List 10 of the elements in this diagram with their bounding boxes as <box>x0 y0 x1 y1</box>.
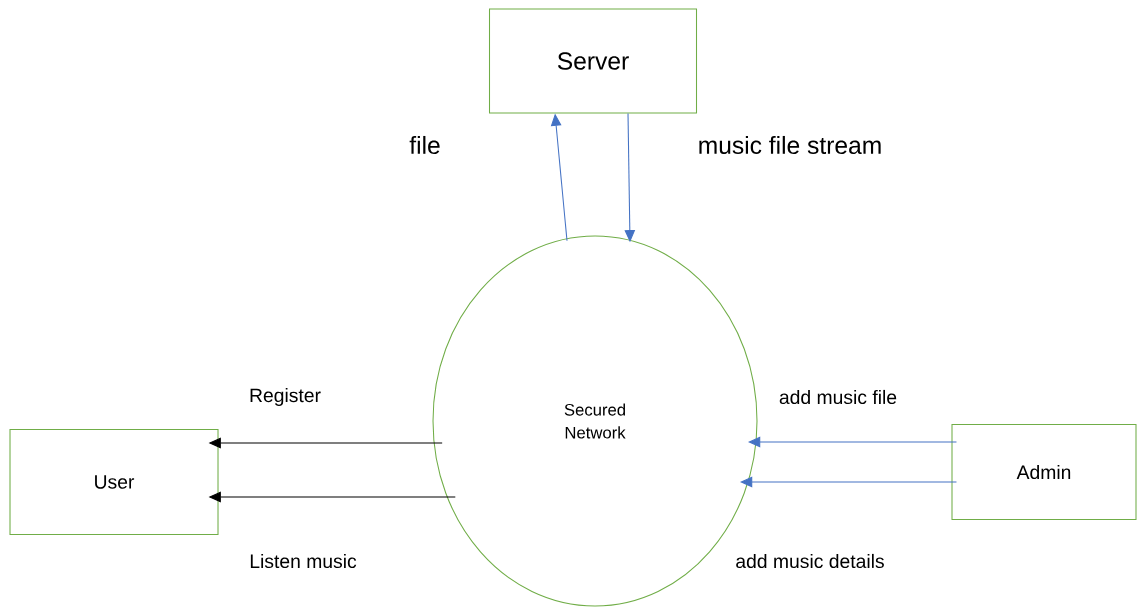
server-box: Server <box>489 8 698 114</box>
edge-label: add music file <box>777 388 899 406</box>
entity-box: Admin <box>951 423 1137 520</box>
edge-label: Register <box>247 386 323 408</box>
edge-label: Listen music <box>247 552 359 570</box>
edge-label: file <box>407 134 443 156</box>
edge-label: music file stream <box>695 134 885 156</box>
arrow <box>748 436 957 448</box>
entity-box: User <box>9 428 219 535</box>
arrow <box>740 476 957 488</box>
